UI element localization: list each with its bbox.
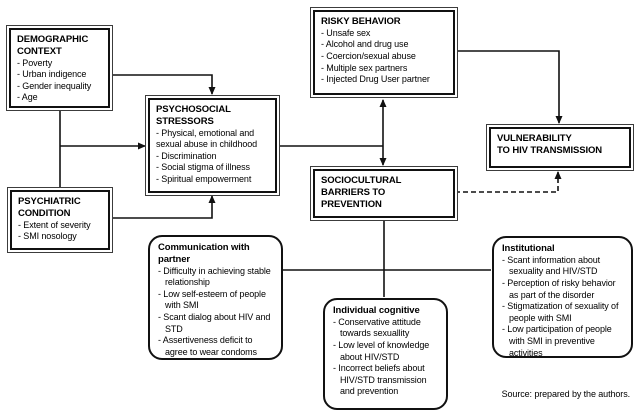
psychiatric-condition-box: PSYCHIATRIC CONDITION - Extent of severi…: [10, 190, 110, 250]
individual-item: - Low level of knowledge about HIV/STD: [333, 339, 430, 362]
demographic-item: - Urban indigence: [17, 69, 87, 80]
arrow-psychiatric-to-psychosocial-bottom: [110, 195, 216, 219]
institutional-item: - Scant information about sexuality and …: [502, 254, 601, 277]
sociocultural-barriers-box: SOCIOCULTURAL BARRIERS TO PREVENTION: [313, 169, 455, 218]
risky-item: - Multiple sex partners: [321, 62, 408, 73]
sociocultural-barriers-title: SOCIOCULTURAL BARRIERS TO PREVENTION: [321, 175, 402, 210]
vulnerability-box: VULNERABILITY TO HIV TRANSMISSION: [489, 127, 631, 168]
risky-item: - Coercion/sexual abuse: [321, 50, 416, 61]
communication-item: - Scant dialog about HIV and STD: [158, 311, 271, 334]
institutional-box: Institutional - Scant information about …: [492, 236, 633, 358]
demographic-item: - Poverty: [17, 57, 53, 68]
communication-with-partner-box: Communication with partner - Difficulty …: [148, 235, 283, 360]
psychosocial-stressors-box: PSYCHOSOCIAL STRESSORS - Physical, emoti…: [148, 98, 277, 193]
vulnerability-title: VULNERABILITY TO HIV TRANSMISSION: [497, 133, 603, 156]
communication-item: - Low self-esteem of people with SMI: [158, 288, 266, 311]
dashed-arrow-sociocultural-to-vulnerability: [455, 171, 562, 193]
arrow-demographic-to-psychosocial-top: [110, 74, 216, 95]
psychiatric-condition-title: PSYCHIATRIC CONDITION: [18, 196, 81, 219]
individual-cognitive-title: Individual cognitive: [333, 305, 420, 316]
psychosocial-stressors-title: PSYCHOSOCIAL STRESSORS: [156, 104, 231, 127]
institutional-title: Institutional: [502, 243, 555, 254]
individual-cognitive-box: Individual cognitive - Conservative atti…: [323, 298, 448, 410]
risky-item: - Alcohol and drug use: [321, 39, 409, 50]
communication-title: Communication with partner: [158, 242, 250, 265]
risky-behavior-title: RISKY BEHAVIOR: [321, 16, 401, 27]
risky-behavior-box: RISKY BEHAVIOR - Unsafe sex - Alcohol an…: [313, 10, 455, 95]
risky-item: - Injected Drug User partner: [321, 74, 430, 85]
source-note: Source: prepared by the authors.: [501, 389, 630, 399]
psychosocial-item: - Physical, emotional and sexual abuse i…: [156, 127, 258, 150]
psychosocial-item: - Social stigma of illness: [156, 162, 250, 173]
communication-item: - Assertiveness deficit to agree to wear…: [158, 335, 257, 357]
psychosocial-item: - Discrimination: [156, 150, 217, 161]
risky-item: - Unsafe sex: [321, 27, 371, 38]
demographic-item: - Gender inequality: [17, 80, 92, 91]
demographic-context-box: DEMOGRAPHIC CONTEXT - Poverty - Urban in…: [9, 28, 110, 108]
psychiatric-item: - SMI nosology: [18, 231, 77, 242]
institutional-item: - Stigmatization of sexuality of people …: [502, 301, 619, 323]
arrow-risky-to-vulnerability: [455, 50, 563, 124]
psychosocial-item: - Spiritual empowerment: [156, 173, 252, 184]
institutional-item: - Perception of risky behavior as part o…: [502, 277, 616, 300]
communication-item: - Difficulty in achieving stable relatio…: [158, 265, 271, 288]
psychiatric-item: - Extent of severity: [18, 219, 91, 230]
demographic-item: - Age: [17, 92, 38, 103]
institutional-item: - Low participation of people with SMI i…: [502, 324, 612, 358]
individual-item: - Conservative attitude towards sexualli…: [333, 316, 421, 339]
demographic-context-title: DEMOGRAPHIC CONTEXT: [17, 34, 89, 57]
individual-item: - Incorrect beliefs about HIV/STD transm…: [333, 363, 427, 397]
